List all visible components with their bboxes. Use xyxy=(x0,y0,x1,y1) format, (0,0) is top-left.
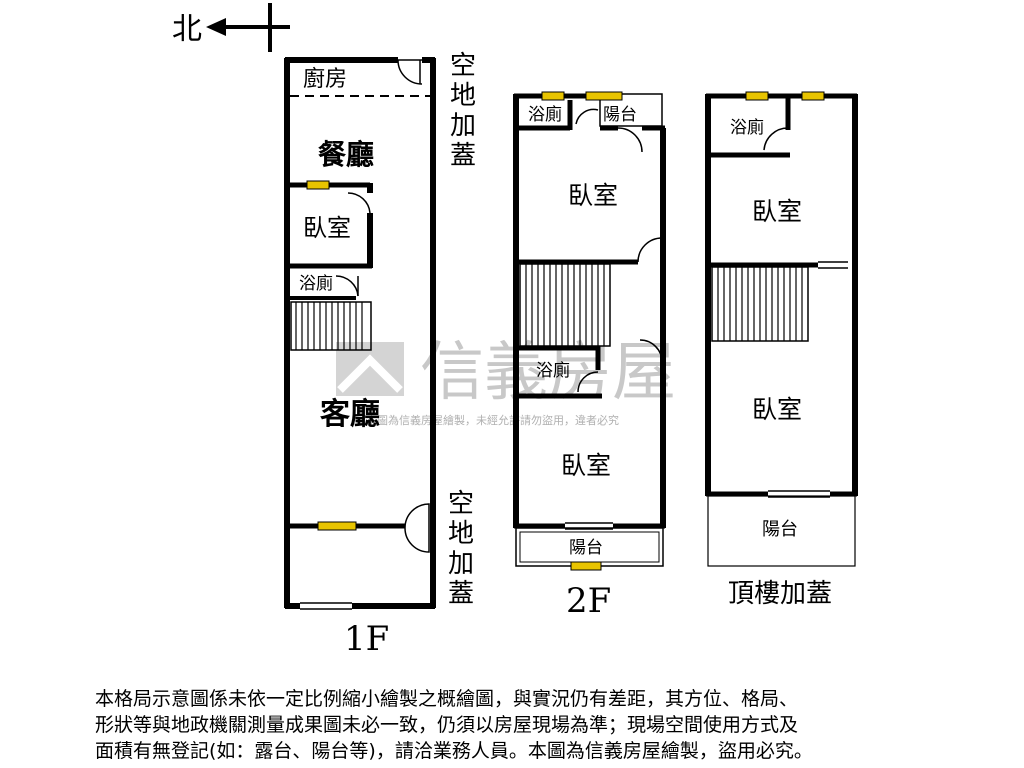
roof-bath-label: 浴廁 xyxy=(730,117,764,138)
watermark-logo-mark xyxy=(337,354,403,393)
roof-windows xyxy=(745,91,825,101)
f1-bath-label: 浴廁 xyxy=(299,273,333,294)
f1-title: 1F xyxy=(344,619,389,659)
svg-text:空: 空 xyxy=(448,489,474,519)
f2-title: 2F xyxy=(566,581,611,621)
roof-title: 頂樓加蓋 xyxy=(728,579,832,609)
roof-plan xyxy=(705,93,858,567)
f2-bath-top-label: 浴廁 xyxy=(528,104,562,125)
disclaimer-line: 本格局示意圖係未依一定比例縮小繪製之概繪圖，與實況仍有差距，其方位、格局、 xyxy=(95,688,799,710)
f2-bath-mid-label: 浴廁 xyxy=(536,360,570,381)
compass: 北 xyxy=(172,3,290,52)
disclaimer-line: 形狀等與地政機關測量成果圖未必一致，仍須以房屋現場為準；現場空間使用方式及 xyxy=(95,714,799,736)
f1-living-label: 客廳 xyxy=(320,397,380,432)
disclaimer: 本格局示意圖係未依一定比例縮小繪製之概繪圖，與實況仍有差距，其方位、格局、 形狀… xyxy=(95,686,955,764)
svg-text:加: 加 xyxy=(448,549,474,579)
floor-1-windows xyxy=(306,180,357,531)
svg-text:地: 地 xyxy=(450,81,476,111)
svg-text:蓋: 蓋 xyxy=(448,579,474,609)
roof-bedroom-bottom-label: 臥室 xyxy=(752,395,802,424)
svg-text:蓋: 蓋 xyxy=(450,141,476,171)
roof-bedroom-top-label: 臥室 xyxy=(752,197,802,226)
f1-annex-bottom: 空 地 加 蓋 xyxy=(448,489,474,609)
floor-2-windows xyxy=(541,91,623,571)
svg-text:地: 地 xyxy=(448,519,474,549)
watermark: 信義房屋 本圖為信義房屋繪製，未經允許請勿盜用，違者必究 xyxy=(336,336,676,427)
f2-bedroom-top-label: 臥室 xyxy=(568,181,618,210)
f1-bedroom-label: 臥室 xyxy=(303,214,351,242)
svg-text:加: 加 xyxy=(450,111,476,141)
f2-bedroom-bottom-label: 臥室 xyxy=(561,451,611,480)
north-arrow-head xyxy=(206,18,226,36)
f2-balcony-bottom-label: 陽台 xyxy=(569,538,603,558)
north-label: 北 xyxy=(172,12,202,47)
f1-kitchen-label: 廚房 xyxy=(303,67,347,92)
roof-balcony-label: 陽台 xyxy=(762,519,798,540)
disclaimer-line: 面積有無登記(如：露台、陽台等)，請洽業務人員。本圖為信義房屋繪製，盜用必究。 xyxy=(95,740,813,762)
watermark-notice: 本圖為信義房屋繪製，未經允許請勿盜用，違者必究 xyxy=(366,413,619,427)
f1-dining-label: 餐廳 xyxy=(318,138,374,171)
svg-text:空: 空 xyxy=(450,51,476,81)
f2-balcony-top-label: 陽台 xyxy=(603,105,637,125)
f1-annex-top: 空 地 加 蓋 xyxy=(450,51,476,171)
floor-2-plan xyxy=(513,93,666,567)
